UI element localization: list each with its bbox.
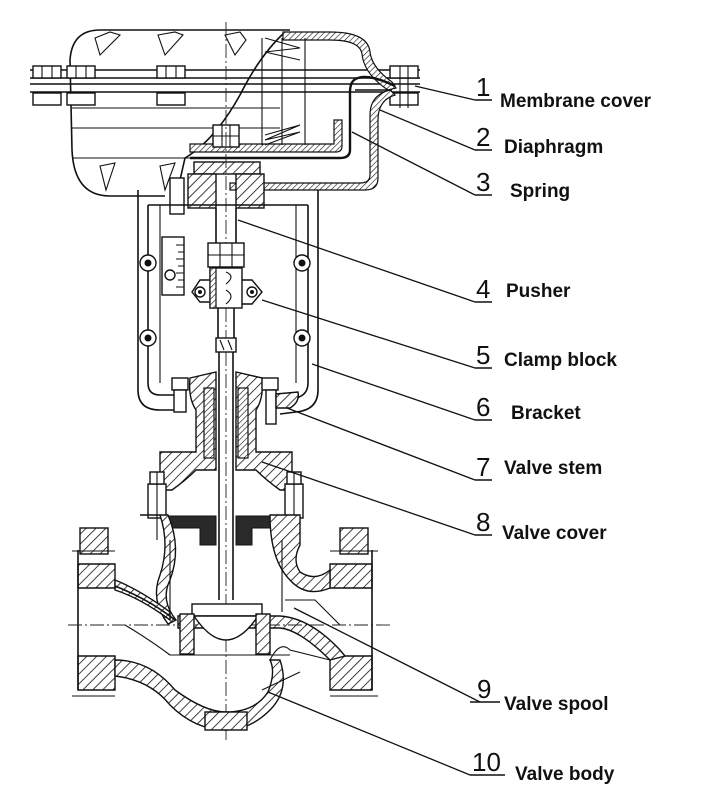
leader-lines <box>237 85 481 776</box>
callout-number: 8 <box>476 507 490 537</box>
callout-number: 4 <box>476 274 490 304</box>
clamp-block <box>191 267 263 353</box>
callout-number: 1 <box>476 72 490 102</box>
bracket <box>137 190 319 415</box>
callout-label-valve-body: Valve body <box>515 764 615 785</box>
spring-coils <box>261 37 306 146</box>
valve-spool <box>179 603 271 655</box>
actuator-housing <box>30 29 420 215</box>
callout-8: 8 Valve cover <box>476 507 607 544</box>
callout-label-diaphragm: Diaphragm <box>504 137 603 158</box>
callout-1: 1 Membrane cover <box>476 72 652 112</box>
callout-label-valve-stem: Valve stem <box>504 458 602 479</box>
callout-label-clamp-block: Clamp block <box>504 350 617 371</box>
callout-6: 6 Bracket <box>476 392 581 424</box>
callout-4: 4 Pusher <box>476 274 571 304</box>
callout-9: 9 Valve spool <box>477 674 609 715</box>
callout-label-bracket: Bracket <box>511 403 581 424</box>
callout-number: 9 <box>477 674 491 704</box>
callout-number: 7 <box>476 452 490 482</box>
callout-number: 3 <box>476 167 490 197</box>
callout-number: 5 <box>476 340 490 370</box>
callout-number: 6 <box>476 392 490 422</box>
callout-7: 7 Valve stem <box>476 452 602 482</box>
callout-label-valve-spool: Valve spool <box>504 694 609 715</box>
pusher-stem <box>207 208 245 268</box>
callout-label-membrane-cover: Membrane cover <box>500 91 652 112</box>
callout-label-spring: Spring <box>510 181 570 202</box>
valve-body <box>68 514 392 731</box>
callout-2: 2 Diaphragm <box>476 122 603 158</box>
callout-5: 5 Clamp block <box>476 340 617 371</box>
bracket-screws <box>139 254 311 347</box>
callout-label-valve-cover: Valve cover <box>502 523 607 544</box>
callout-number: 2 <box>476 122 490 152</box>
callout-label-pusher: Pusher <box>506 281 571 302</box>
callout-underlines <box>470 99 505 776</box>
flange-bolts <box>32 65 419 108</box>
callout-10: 10 Valve body <box>472 747 615 785</box>
callout-3: 3 Spring <box>476 167 570 202</box>
callout-number: 10 <box>472 747 501 777</box>
valve-stem <box>218 352 234 600</box>
